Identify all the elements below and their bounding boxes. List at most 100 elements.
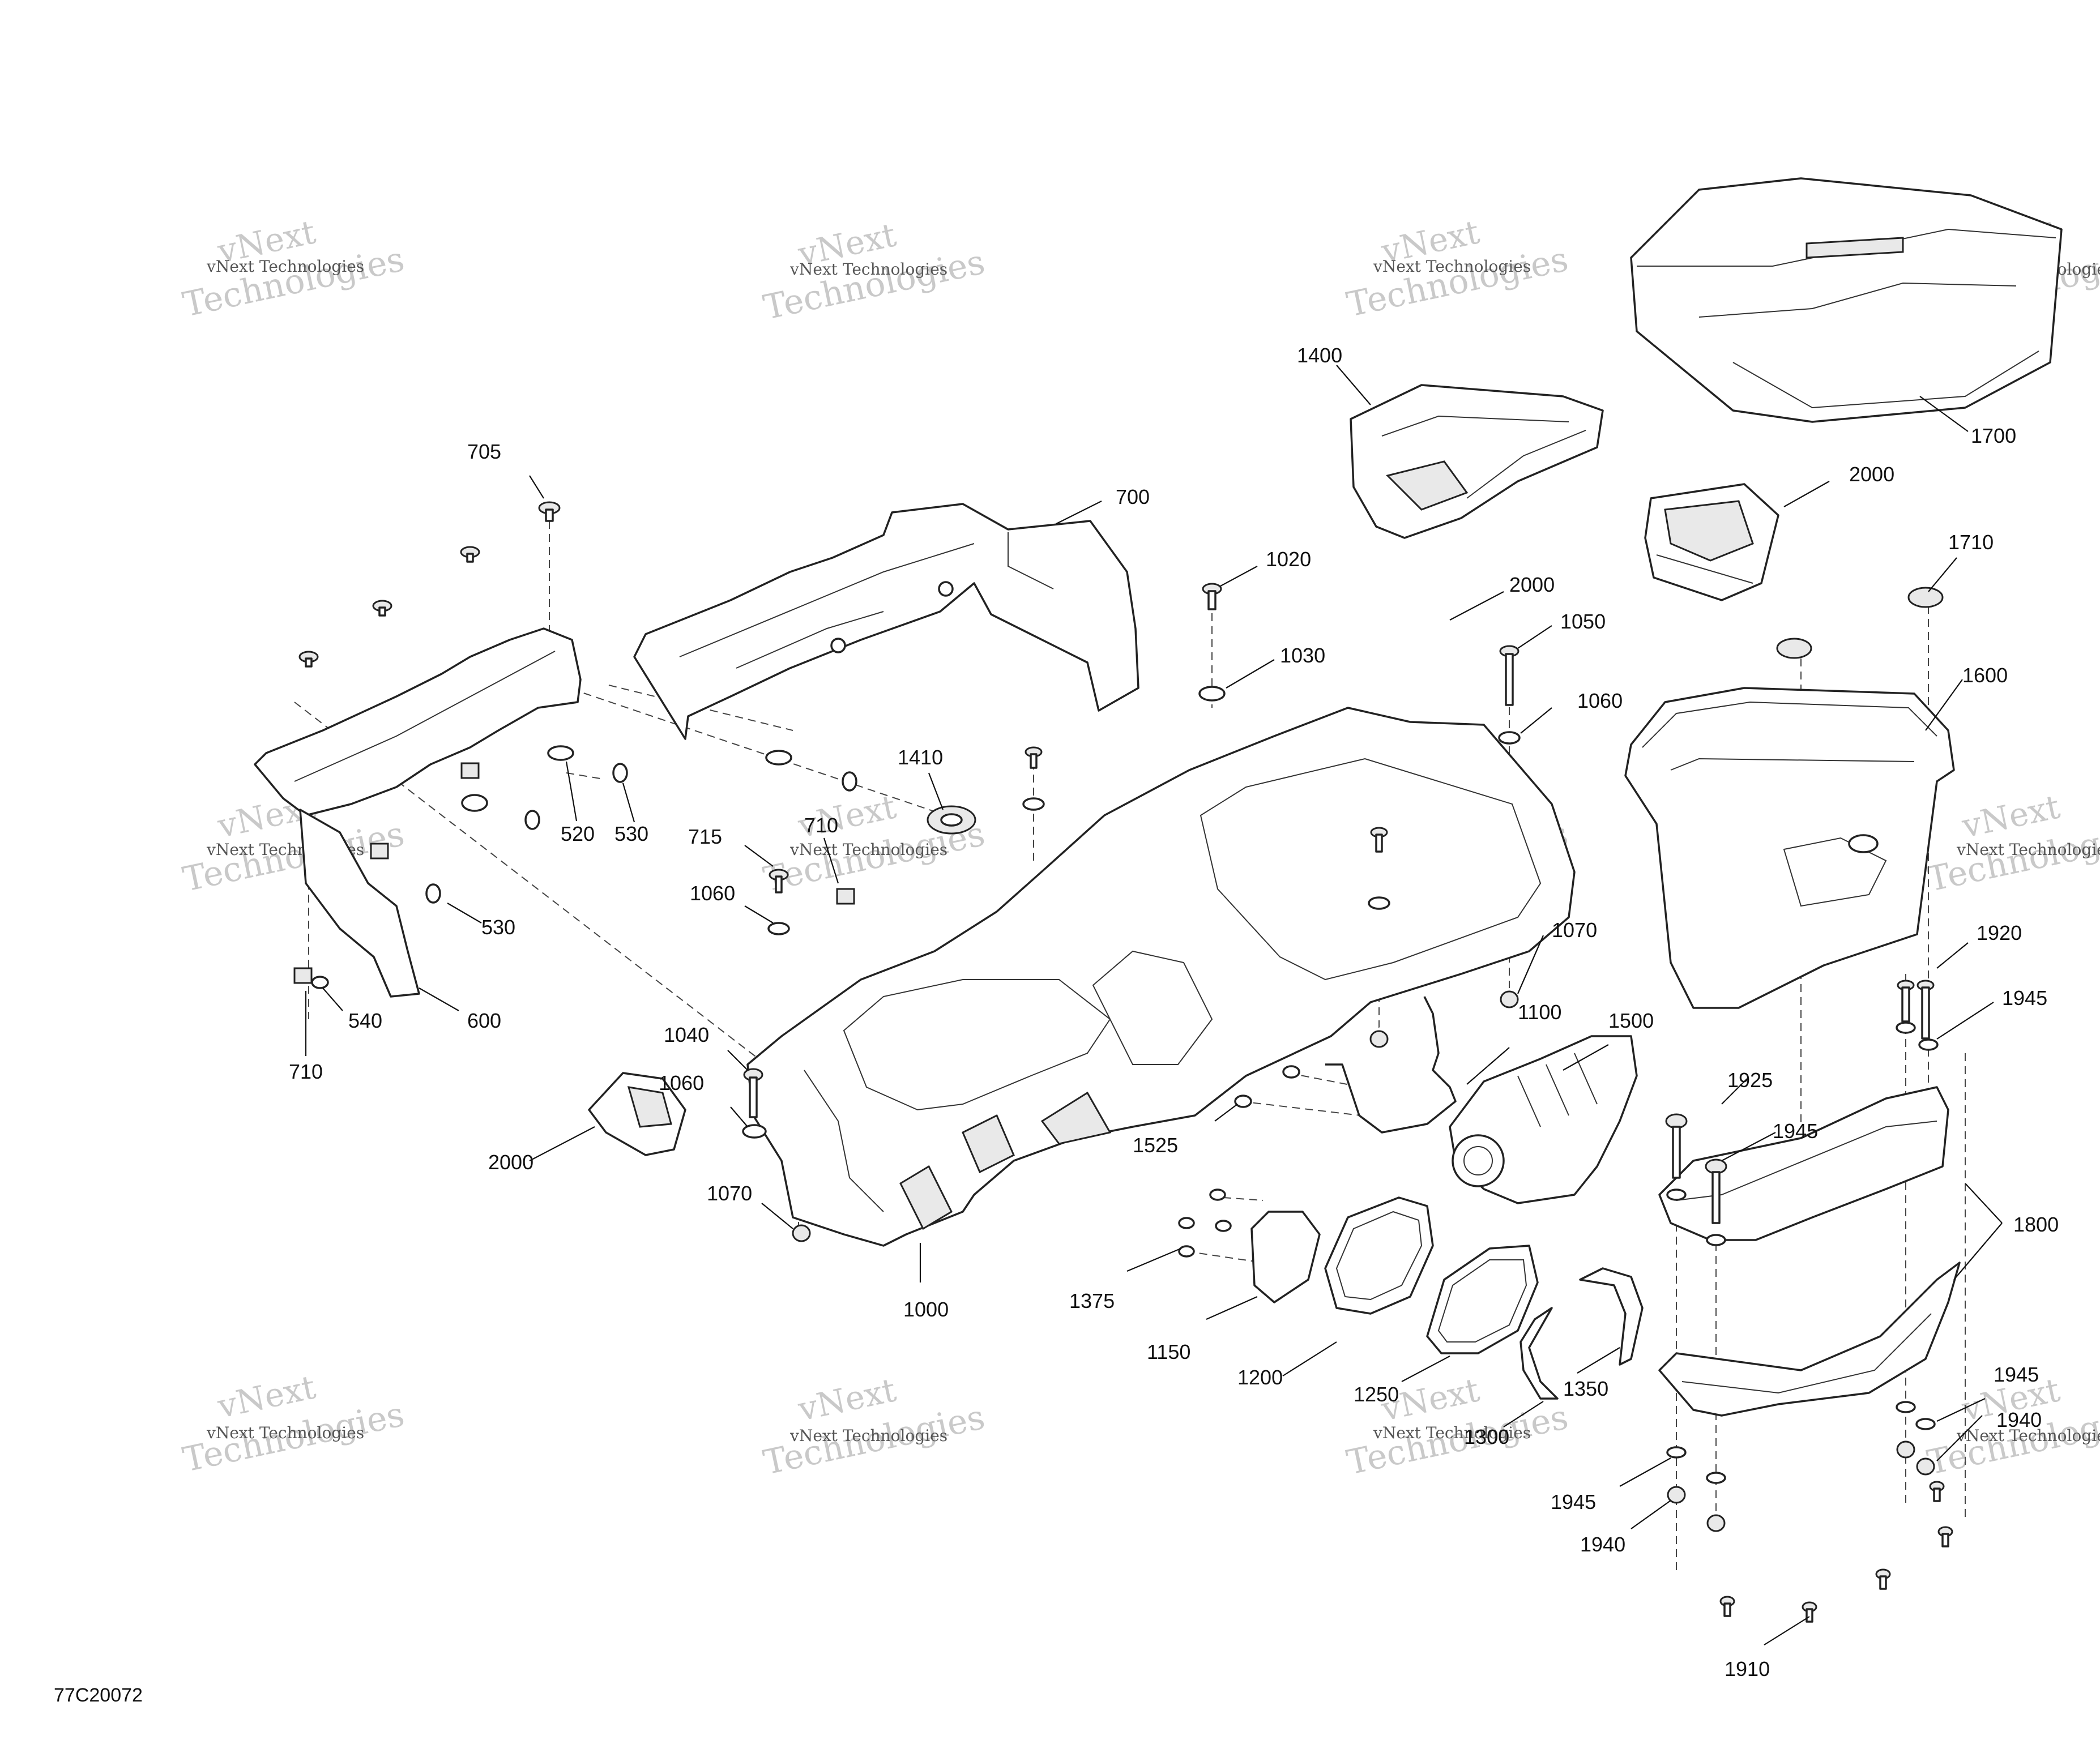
screw-530b: [842, 771, 857, 792]
nut-1940d: [1916, 1457, 1935, 1476]
washer-1060a: [767, 922, 790, 935]
fasteners: [293, 501, 1953, 1623]
callout-1375: 1375: [1069, 1289, 1115, 1313]
callout-1800: 1800: [2013, 1213, 2059, 1236]
callout-1050: 1050: [1560, 610, 1606, 633]
part-1350-trim: [1519, 1267, 1644, 1400]
grommets-1710: [1776, 587, 1944, 659]
part-1410-grommet: [927, 805, 976, 835]
callout-1250: 1250: [1354, 1383, 1399, 1406]
callout-1060-c: 1060: [659, 1071, 704, 1095]
watermark-9-label: vNext Technologies: [206, 1423, 364, 1442]
washer-1945f: [1706, 1472, 1726, 1484]
callout-1945-d: 1945: [1551, 1490, 1596, 1514]
callout-1100: 1100: [1518, 1001, 1561, 1024]
nut-710d: [460, 762, 480, 779]
callout-1350: 1350: [1563, 1377, 1608, 1400]
callout-540: 540: [348, 1009, 382, 1032]
leader-lines: [305, 365, 2003, 1645]
washer-1945h: [1915, 1418, 1936, 1430]
callout-1525: 1525: [1133, 1134, 1178, 1157]
bolt-mid-right: [1370, 827, 1388, 853]
callout-1710: 1710: [1948, 531, 1994, 554]
callout-1945-c: 1945: [1994, 1363, 2039, 1386]
screw-1910c: [1875, 1568, 1891, 1590]
washer-1945e: [1666, 1446, 1687, 1459]
part-700-rack: [633, 503, 1139, 740]
screw-1375a: [1178, 1217, 1195, 1229]
watermark-8-label: vNext Technologies: [1956, 840, 2100, 859]
washer-540b: [311, 976, 329, 989]
callout-1060-a: 1060: [1577, 689, 1623, 712]
fastener-a2: [372, 600, 392, 617]
callout-1920: 1920: [1977, 921, 2022, 944]
part-1100-bracket: [1325, 996, 1457, 1134]
callout-1070-b: 1070: [1552, 918, 1597, 942]
nut-710b: [836, 888, 855, 905]
part-1000-body: [746, 707, 1576, 1247]
fastener-a1: [460, 546, 480, 563]
callout-600: 600: [467, 1009, 501, 1032]
callout-1410: 1410: [898, 746, 943, 769]
callout-1940-b: 1940: [1580, 1533, 1625, 1556]
part-2000-lower: [588, 1072, 686, 1156]
callout-1150: 1150: [1147, 1340, 1190, 1363]
nut-1070a: [792, 1224, 811, 1242]
callout-1945-a: 1945: [2002, 986, 2047, 1010]
bolt-1040: [743, 1068, 763, 1118]
screw-1375d: [1178, 1245, 1195, 1258]
callout-1600: 1600: [1962, 664, 2008, 687]
bolt-mid: [1025, 746, 1043, 769]
fastener-a3: [298, 651, 319, 668]
screw-1910b: [1802, 1601, 1817, 1623]
washer-1060c: [1498, 731, 1521, 745]
bolt-1920b: [1897, 980, 1915, 1023]
callout-1000: 1000: [903, 1298, 949, 1321]
callout-705: 705: [467, 440, 501, 463]
callout-1070-a: 1070: [707, 1182, 752, 1205]
washer-1060b: [742, 1124, 767, 1139]
part-1700-cover: [1630, 177, 2063, 423]
bolt-1050: [1499, 645, 1519, 706]
screw-1525b: [1282, 1065, 1300, 1079]
screw-1910d: [1937, 1526, 1953, 1547]
callout-1400: 1400: [1297, 344, 1342, 367]
callout-1300: 1300: [1464, 1425, 1509, 1448]
callout-1945-b: 1945: [1773, 1119, 1818, 1143]
part-1400-cover: [1350, 384, 1604, 539]
nut-1940c: [1896, 1440, 1915, 1459]
bolt-1925b: [1705, 1158, 1727, 1224]
nut-710c: [370, 843, 389, 860]
washer-1945c: [1666, 1188, 1687, 1201]
washer-520a: [547, 745, 574, 761]
watermark-6-label: vNext Technologies: [789, 840, 947, 859]
callout-1030: 1030: [1280, 644, 1325, 667]
screw-530d: [425, 883, 441, 904]
nut-710a: [293, 967, 313, 984]
washer-520b: [765, 750, 792, 766]
nut-1070b: [1500, 990, 1519, 1008]
screw-1525a: [1234, 1095, 1252, 1108]
part-1600-bin: [1624, 687, 1955, 1009]
part-600-bracket: [254, 627, 582, 998]
callout-2000-c: 2000: [488, 1151, 533, 1174]
washer-1945d: [1706, 1234, 1726, 1246]
callout-710-a: 710: [804, 814, 838, 837]
callout-715: 715: [688, 825, 722, 848]
watermark-1-label: vNext Technologies: [206, 257, 364, 276]
washer-1030: [1198, 686, 1226, 702]
callout-1500: 1500: [1608, 1009, 1654, 1032]
washer-1945a: [1896, 1021, 1916, 1034]
nut-1940a: [1667, 1486, 1686, 1504]
part-1150-bracket: [1250, 1211, 1321, 1303]
callout-2000-a: 2000: [1509, 573, 1555, 596]
nut-1940b: [1706, 1514, 1726, 1532]
washer-1945g: [1896, 1401, 1916, 1413]
screw-1910a: [1719, 1596, 1735, 1617]
bolt-1920a: [1917, 980, 1935, 1040]
callout-2000-b: 2000: [1849, 463, 1894, 486]
callout-labels: 705 700 1020 1030 2000 1050 1060 1400 17…: [289, 344, 2059, 1681]
washer-1945b: [1918, 1038, 1939, 1051]
callout-710-b: 710: [289, 1060, 323, 1083]
